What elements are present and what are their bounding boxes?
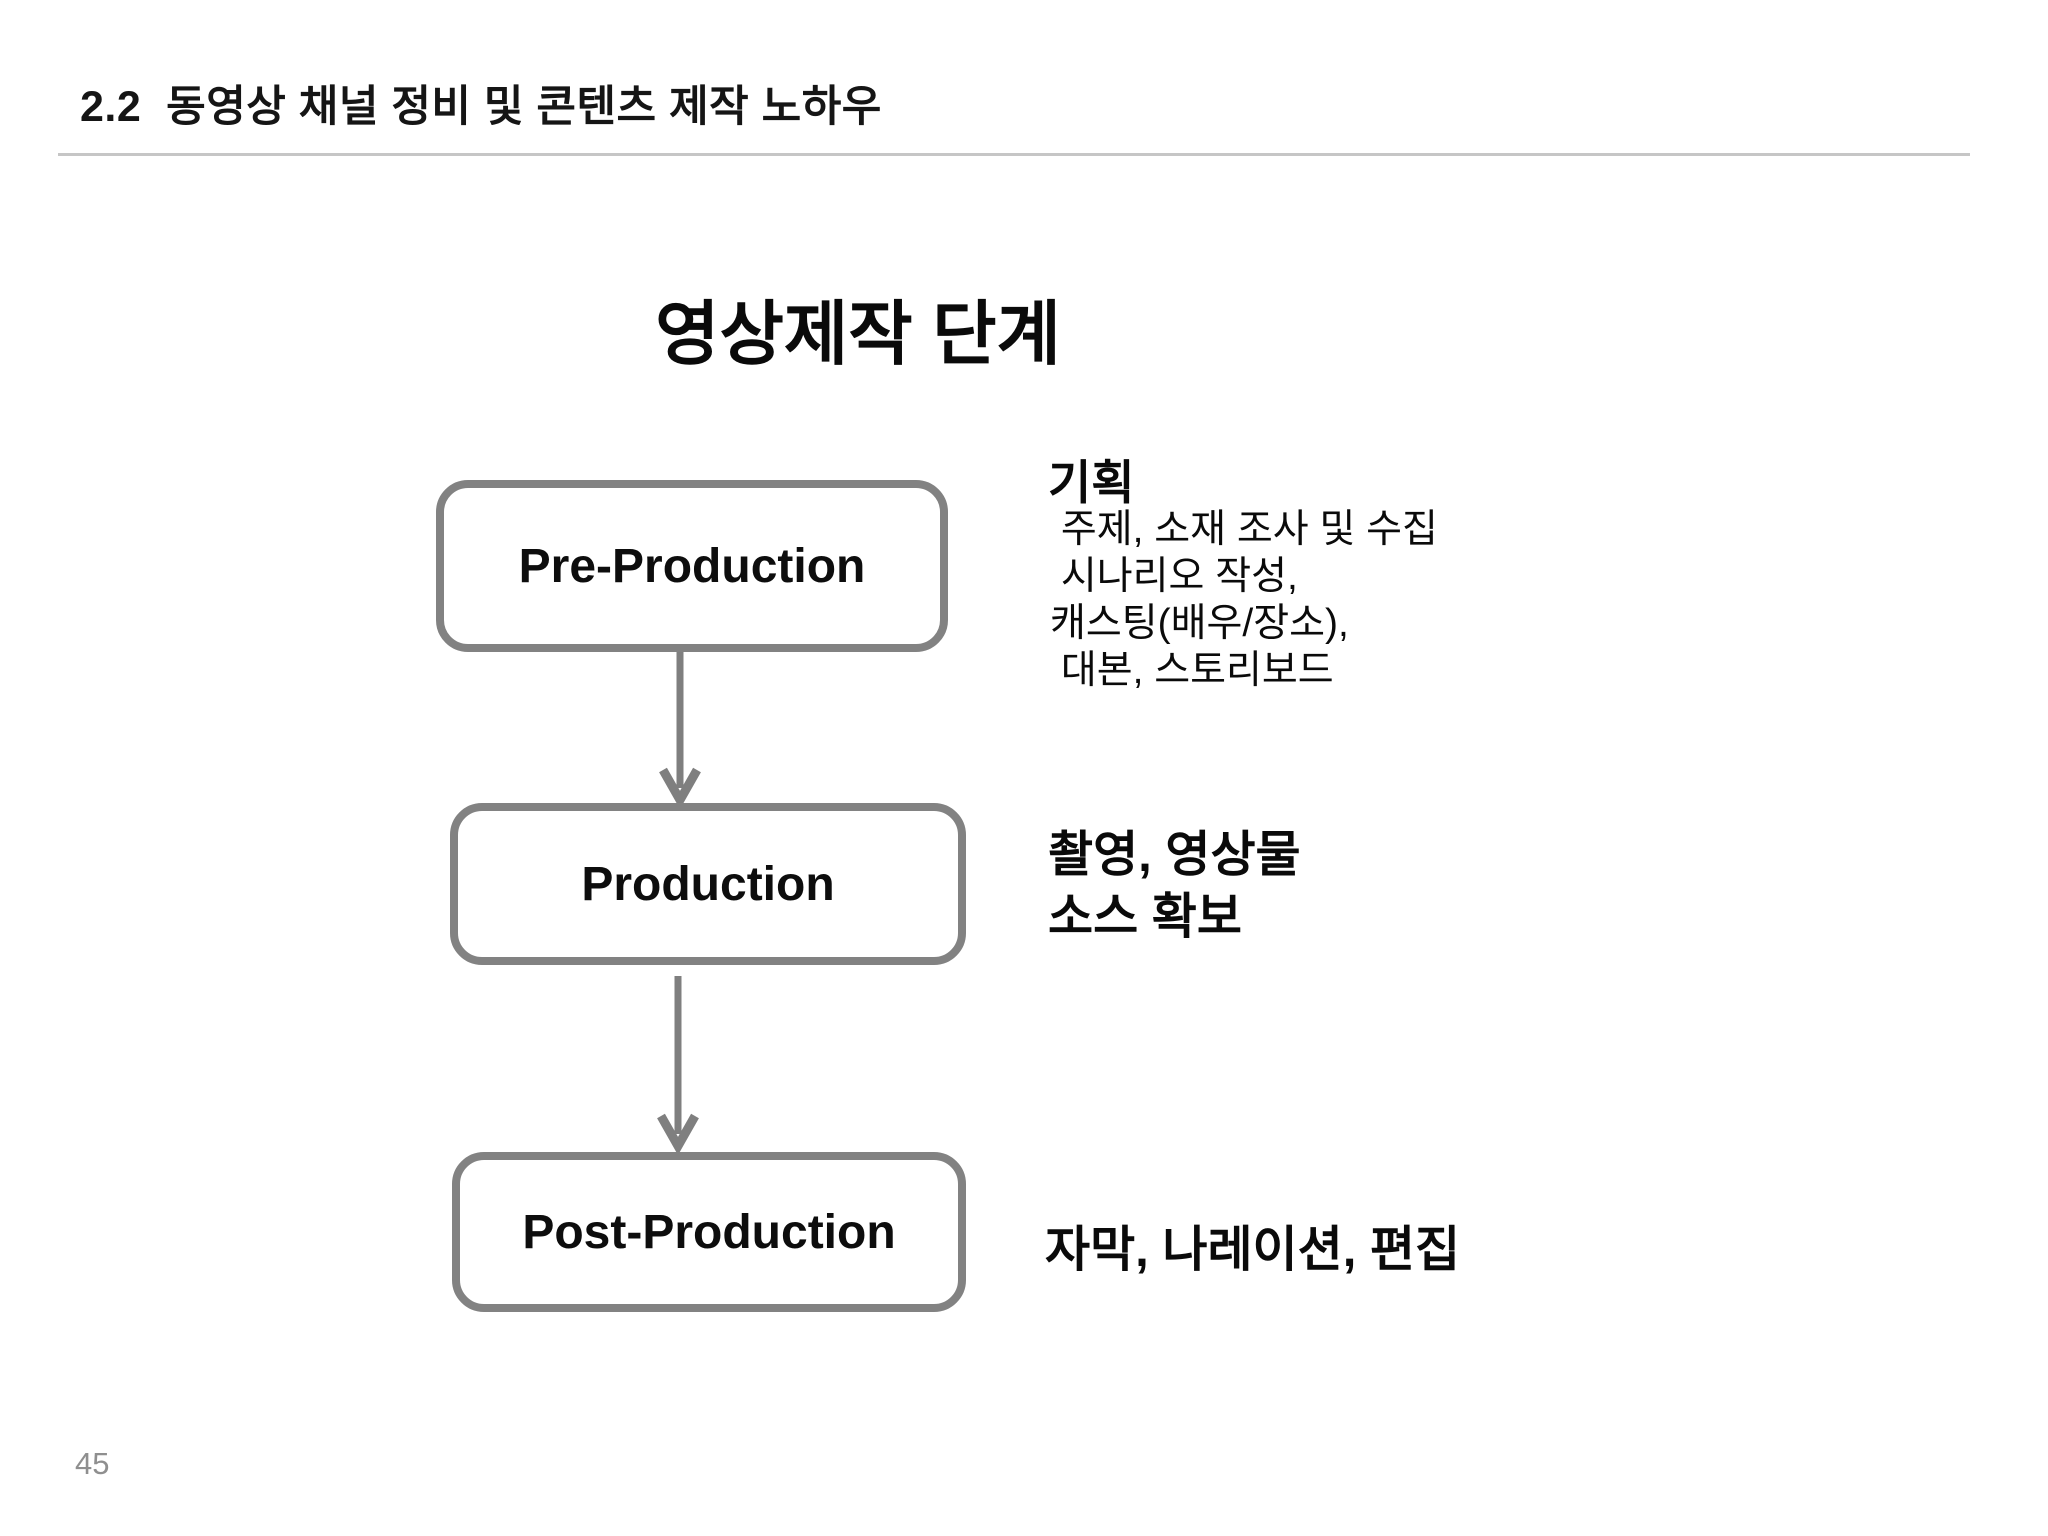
- annotation-post-production: 자막, 나레이션, 편집: [1045, 1223, 1461, 1277]
- slide-header-title: 2.2 동영상 채널 정비 및 콘텐츠 제작 노하우: [80, 83, 882, 131]
- page-number: 45: [75, 1446, 110, 1481]
- header-divider: [58, 153, 1970, 156]
- annotation-planning-title: 기획: [1048, 456, 1135, 509]
- annotation-production: 촬영, 영상물 소스 확보: [1048, 828, 1301, 944]
- annotation-planning-detail: 주제, 소재 조사 및 수집 시나리오 작성, 캐스팅(배우/장소), 대본, …: [1050, 508, 1438, 692]
- flow-box-production: Production: [450, 803, 966, 965]
- flow-box-post-production: Post-Production: [452, 1152, 966, 1312]
- flow-box-label: Post-Production: [522, 1205, 896, 1259]
- arrow-down-icon: [659, 652, 701, 806]
- diagram-title: 영상제작 단계: [655, 295, 1061, 373]
- arrow-down-icon: [657, 976, 699, 1152]
- flow-box-pre-production: Pre-Production: [436, 480, 948, 652]
- flow-box-label: Pre-Production: [518, 539, 866, 593]
- flow-box-label: Production: [581, 857, 835, 911]
